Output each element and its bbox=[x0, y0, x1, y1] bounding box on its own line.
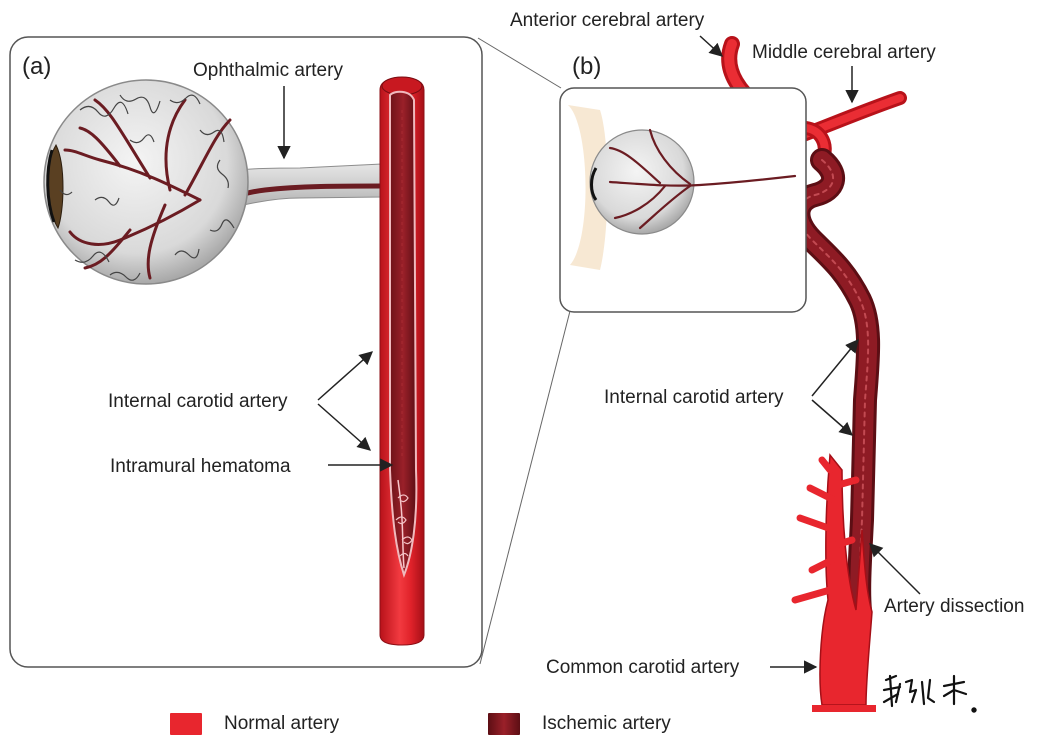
legend-normal: Normal artery bbox=[170, 713, 339, 735]
label-internal-carotid-a: Internal carotid artery bbox=[108, 391, 288, 412]
arrow-anterior-cerebral bbox=[700, 36, 722, 56]
label-intramural-hematoma: Intramural hematoma bbox=[110, 456, 291, 477]
panel-a-label: (a) bbox=[22, 53, 51, 80]
label-artery-dissection: Artery dissection bbox=[884, 596, 1024, 617]
label-middle-cerebral: Middle cerebral artery bbox=[752, 42, 936, 63]
zoom-connector-bottom bbox=[480, 311, 570, 664]
arrow-internal-carotid-b-2 bbox=[812, 400, 852, 435]
legend-normal-swatch bbox=[170, 713, 202, 735]
legend-ischemic: Ischemic artery bbox=[488, 713, 671, 735]
legend-ischemic-label: Ischemic artery bbox=[542, 713, 671, 735]
artist-signature bbox=[884, 676, 976, 712]
arrow-artery-dissection bbox=[870, 544, 920, 594]
legend-ischemic-swatch bbox=[488, 713, 520, 735]
arrow-internal-carotid-b-1 bbox=[812, 340, 858, 396]
zoom-connector-top bbox=[478, 38, 561, 88]
legend-normal-label: Normal artery bbox=[224, 713, 339, 735]
label-internal-carotid-b: Internal carotid artery bbox=[604, 387, 784, 408]
eyeball-a bbox=[44, 80, 248, 284]
label-ophthalmic-artery: Ophthalmic artery bbox=[193, 60, 343, 81]
label-anterior-cerebral: Anterior cerebral artery bbox=[510, 10, 705, 31]
carotid-vessel-a bbox=[380, 77, 424, 645]
label-common-carotid: Common carotid artery bbox=[546, 657, 740, 678]
panel-b-label: (b) bbox=[572, 53, 601, 80]
